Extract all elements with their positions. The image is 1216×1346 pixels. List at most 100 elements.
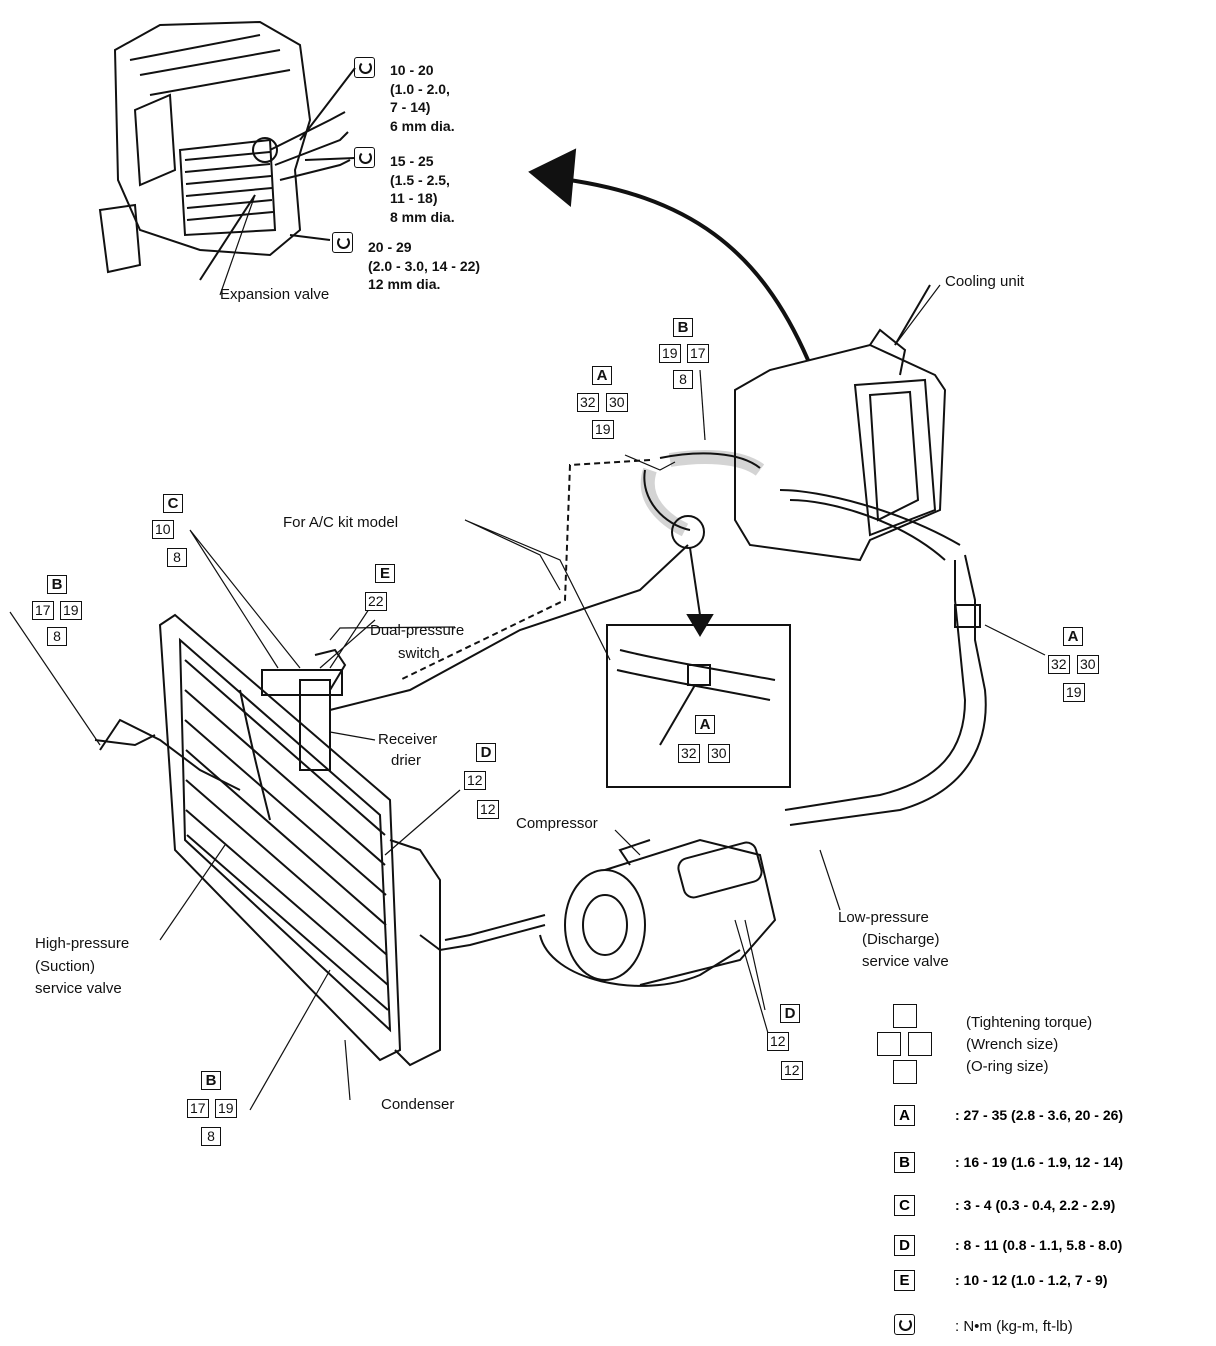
callout-line: (1.5 - 2.5, xyxy=(390,171,450,188)
callout-b-letter: B xyxy=(47,575,67,594)
legend-entry-value: : 27 - 35 (2.8 - 3.6, 20 - 26) xyxy=(955,1107,1124,1123)
legend-square xyxy=(893,1004,917,1028)
cooling-unit xyxy=(734,284,947,562)
callout-b-value: 17 xyxy=(32,601,54,620)
high-pressure-label-2: (Suction) xyxy=(35,958,96,975)
cooling-unit-label: Cooling unit xyxy=(945,273,1025,290)
evap-callout-3: 20 - 29 (2.0 - 3.0, 14 - 22) 12 mm dia. xyxy=(368,238,480,294)
callout-e-value: 22 xyxy=(365,592,387,611)
callout-line: (2.0 - 3.0, 14 - 22) xyxy=(368,257,481,274)
callout-b-value: 17 xyxy=(687,344,709,363)
curved-arrow xyxy=(554,176,810,361)
legend-entry-value: : 8 - 11 (0.8 - 1.1, 5.8 - 8.0) xyxy=(955,1237,1123,1253)
callout-c-value: 10 xyxy=(152,520,174,539)
pipe-upper-2 xyxy=(789,499,946,561)
detail-leader xyxy=(689,547,701,616)
callout-d-value: 12 xyxy=(767,1032,789,1051)
callout-a-value: 32 xyxy=(1048,655,1070,674)
receiver-drier-label-2: drier xyxy=(391,752,422,769)
discharge-hose xyxy=(539,934,741,987)
callout-b-value: 8 xyxy=(673,370,693,389)
torque-icon xyxy=(332,232,353,253)
high-pressure-label-3: service valve xyxy=(35,980,122,997)
ac-kit-model-label: For A/C kit model xyxy=(283,514,399,531)
legend-entry-value: : 16 - 19 (1.6 - 1.9, 12 - 14) xyxy=(955,1154,1124,1170)
inset-box xyxy=(606,624,791,788)
condenser-label: Condenser xyxy=(381,1096,455,1113)
callout-d-letter: D xyxy=(476,743,496,762)
hose-right-b xyxy=(784,560,967,811)
callout-b-value: 17 xyxy=(187,1099,209,1118)
high-pressure-label-1: High-pressure xyxy=(35,935,130,952)
callout-line: 7 - 14) xyxy=(390,99,431,115)
dual-pressure-switch-label-2: switch xyxy=(398,645,440,662)
inset-hose xyxy=(616,649,776,701)
callout-a-letter: A xyxy=(1063,627,1083,646)
legend-square xyxy=(893,1060,917,1084)
callout-b-letter: B xyxy=(201,1071,221,1090)
callout-e-letter: E xyxy=(375,564,395,583)
dual-pressure-switch-label-1: Dual-pressure xyxy=(370,622,465,639)
callout-a-value: 30 xyxy=(1077,655,1099,674)
callout-d-letter: D xyxy=(780,1004,800,1023)
callout-a-letter: A xyxy=(695,715,715,734)
legend-key-line: (Wrench size) xyxy=(966,1036,1059,1053)
receiver-drier-label-1: Receiver xyxy=(378,731,438,748)
callout-c-letter: C xyxy=(163,494,183,513)
low-pressure-label-2: (Discharge) xyxy=(862,931,940,948)
legend-entry-value: : 10 - 12 (1.0 - 1.2, 7 - 9) xyxy=(955,1272,1108,1288)
callout-line: 6 mm dia. xyxy=(390,117,455,134)
hose-fitting xyxy=(954,604,981,628)
callout-d-value: 12 xyxy=(781,1061,803,1080)
callout-b-value: 8 xyxy=(47,627,67,646)
evaporator-assembly xyxy=(98,20,356,281)
detail-circle xyxy=(671,515,705,549)
torque-icon xyxy=(354,147,375,168)
callout-line: 8 mm dia. xyxy=(390,208,455,225)
legend-square xyxy=(877,1032,901,1056)
receiver-drier xyxy=(261,648,347,771)
callout-a-value: 32 xyxy=(577,393,599,412)
condenser-pipe xyxy=(419,924,546,952)
legend-entry-key: C xyxy=(894,1195,915,1216)
legend-entry-key: A xyxy=(894,1105,915,1126)
callout-a-value: 30 xyxy=(708,744,730,763)
legend-entry-key: D xyxy=(894,1235,915,1256)
legend-square xyxy=(908,1032,932,1056)
legend-key-line: (O-ring size) xyxy=(966,1058,1049,1075)
hose-right-a xyxy=(789,554,987,826)
callout-line: (1.0 - 2.0, xyxy=(390,80,450,97)
callout-line: 10 - 20 xyxy=(390,62,434,78)
callout-line: 11 - 18) xyxy=(390,190,438,206)
compressor xyxy=(564,838,777,986)
torque-icon xyxy=(894,1314,915,1335)
leader-lines xyxy=(9,194,1046,1111)
callout-b-value: 19 xyxy=(215,1099,237,1118)
legend-entry-key: E xyxy=(894,1270,915,1291)
callout-b-value: 19 xyxy=(659,344,681,363)
callout-line: 12 mm dia. xyxy=(368,276,441,292)
callout-line: 15 - 25 xyxy=(390,153,434,169)
pipe-upper xyxy=(643,452,961,546)
high-pressure-hose xyxy=(99,718,241,791)
low-pressure-label-1: Low-pressure xyxy=(838,909,929,926)
expansion-valve-label: Expansion valve xyxy=(220,286,330,303)
callout-a-value: 19 xyxy=(1063,683,1085,702)
legend-key-line: (Tightening torque) xyxy=(966,1014,1093,1031)
callout-b-value: 8 xyxy=(201,1127,221,1146)
callout-a-value: 32 xyxy=(678,744,700,763)
condenser-pipe-2 xyxy=(444,914,546,941)
torque-icon xyxy=(354,57,375,78)
kit-line-dashed xyxy=(399,459,651,681)
inset-fitting xyxy=(687,664,711,686)
high-pressure-valve xyxy=(94,734,156,747)
callout-a-value: 19 xyxy=(592,420,614,439)
evap-callout-2: 15 - 25 (1.5 - 2.5, 11 - 18) 8 mm dia. xyxy=(390,152,455,226)
callout-c-value: 8 xyxy=(167,548,187,567)
evap-callout-1: 10 - 20 (1.0 - 2.0, 7 - 14) 6 mm dia. xyxy=(390,61,455,135)
low-pressure-label-3: service valve xyxy=(862,953,949,970)
condenser xyxy=(158,613,441,1067)
callout-d-value: 12 xyxy=(477,800,499,819)
